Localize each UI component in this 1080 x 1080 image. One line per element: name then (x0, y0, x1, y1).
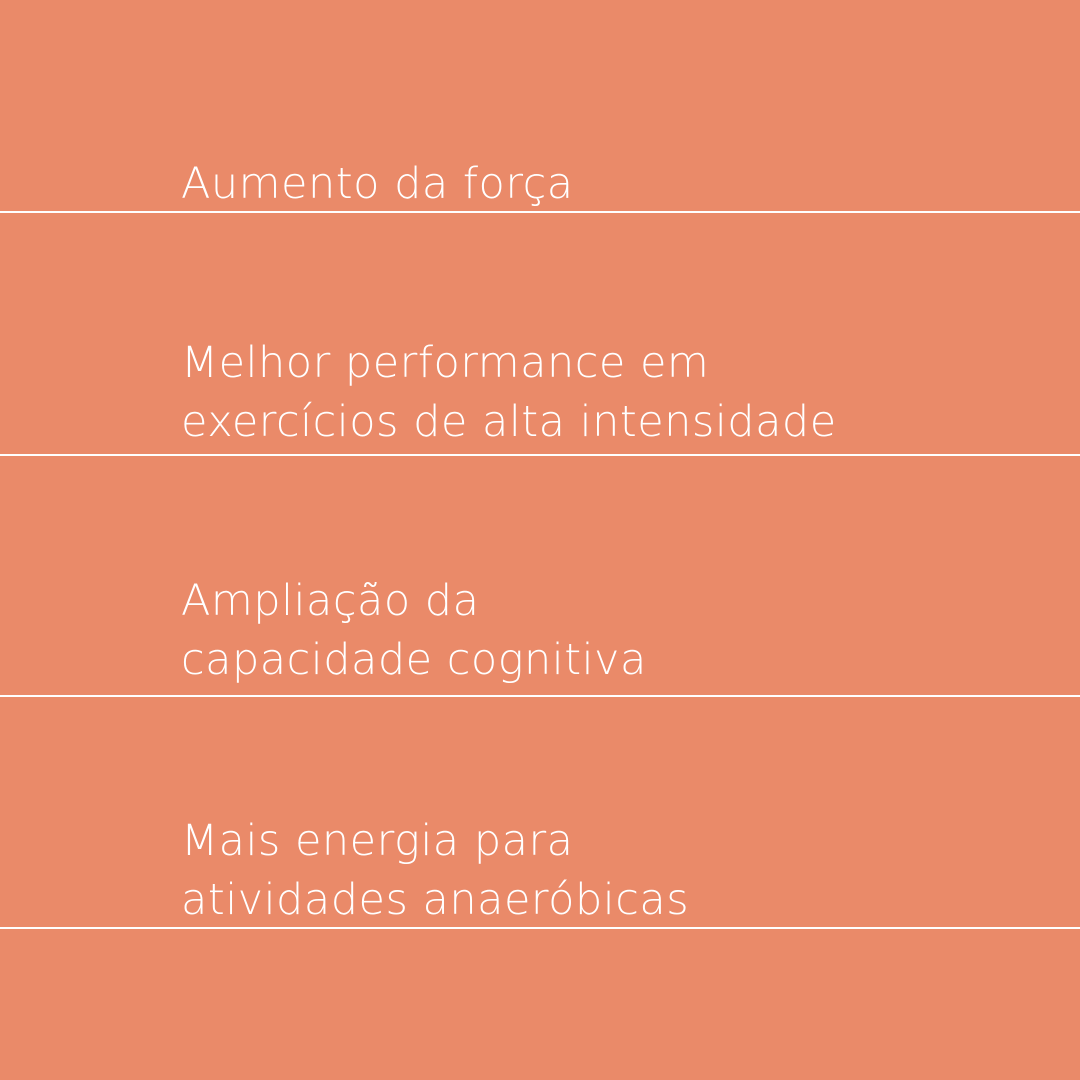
divider (0, 927, 1080, 929)
divider (0, 695, 1080, 697)
benefit-item-2: Melhor performance em exercícios de alta… (181, 334, 1041, 452)
benefit-line: exercícios de alta intensidade (181, 397, 837, 447)
benefit-line: Aumento da força (181, 159, 574, 209)
benefit-line: Mais energia para (181, 816, 574, 866)
benefit-item-4: Mais energia para atividades anaeróbicas (181, 812, 1041, 930)
benefit-item-3: Ampliação da capacidade cognitiva (181, 572, 1041, 690)
benefit-line: capacidade cognitiva (181, 635, 647, 685)
divider (0, 454, 1080, 456)
benefit-line: Melhor performance em (181, 338, 710, 388)
divider (0, 211, 1080, 213)
benefit-item-1: Aumento da força (181, 155, 1041, 214)
benefit-line: Ampliação da (181, 576, 480, 626)
benefit-line: atividades anaeróbicas (181, 875, 690, 925)
